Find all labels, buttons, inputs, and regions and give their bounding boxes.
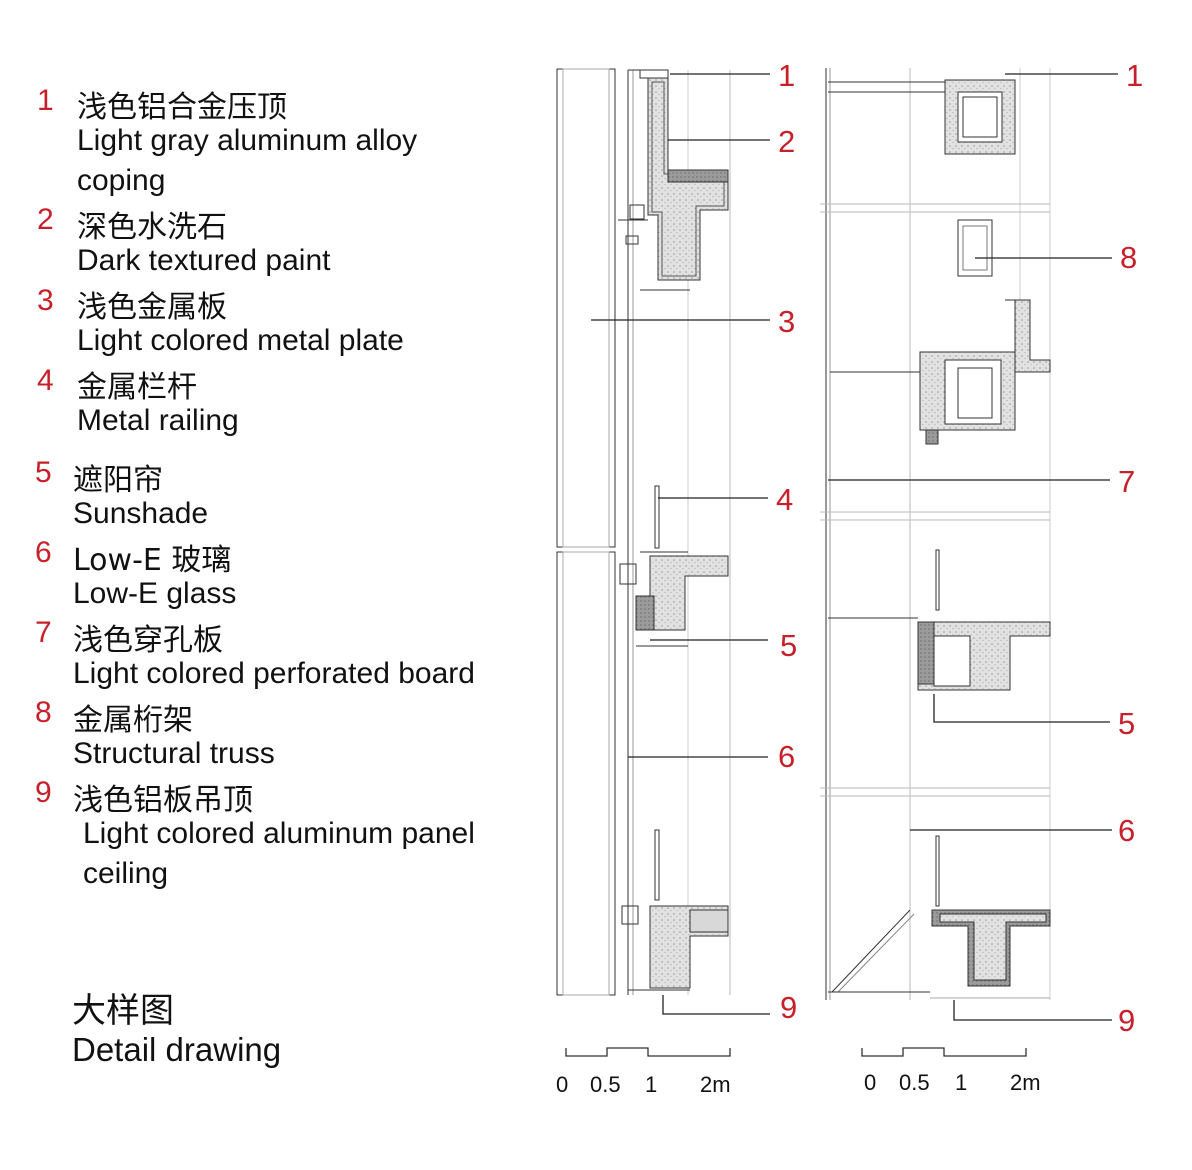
sunshade-cassette <box>917 621 935 685</box>
legend-chinese-label: 金属栏杆 <box>77 370 197 405</box>
scale-bar-left <box>565 1047 731 1057</box>
right-callout-numbers: 1 8 7 5 6 9 <box>1118 58 1143 1038</box>
callout-1: 1 <box>778 58 795 93</box>
metal-plate-panel-lower <box>556 551 616 996</box>
sunshade-cassette <box>635 595 655 631</box>
truss-member-inner <box>962 225 988 271</box>
legend-english-label: Metal railing <box>77 404 239 437</box>
callout-9: 9 <box>780 990 797 1025</box>
scale-tick-2m: 2m <box>1010 1070 1041 1095</box>
roof-insulation <box>667 169 729 183</box>
callout-8: 8 <box>1120 240 1137 275</box>
scale-bar-right-labels: 0 0.5 1 2m <box>864 1070 1041 1095</box>
callout-5: 5 <box>780 628 797 663</box>
scale-bar-left-labels: 0 0.5 1 2m <box>556 1072 731 1097</box>
bracket-anchor <box>619 563 637 585</box>
legend-number: 6 <box>35 536 52 569</box>
legend-english-label: Dark textured paint <box>77 244 331 277</box>
callout-2: 2 <box>778 124 795 159</box>
railing-post <box>654 829 660 901</box>
legend-number: 9 <box>35 776 52 809</box>
metal-plate-panel-upper <box>556 68 616 548</box>
floor-finish <box>689 909 729 933</box>
callout-6: 6 <box>778 739 795 774</box>
scale-bar-line <box>861 1047 1027 1057</box>
metal-plate-panel-lower-inner <box>562 551 610 996</box>
drawing-title-english: Detail drawing <box>72 1031 282 1068</box>
truss-steel <box>957 367 993 419</box>
callout-1: 1 <box>1126 58 1143 93</box>
legend-chinese-label: 深色水洗石 <box>77 210 227 245</box>
scale-tick-0-5: 0.5 <box>899 1070 930 1095</box>
left-callout-numbers: 1 2 3 4 5 6 9 <box>776 58 797 1025</box>
legend-english-label: Light colored metal plate <box>77 324 404 357</box>
legend-chinese-label: 金属桁架 <box>73 703 193 738</box>
bracket-anchor <box>621 905 639 925</box>
sunshade-strut <box>831 909 911 993</box>
sunshade-cassette <box>925 429 939 445</box>
lower-slab <box>939 913 1047 981</box>
truss-steel <box>962 96 998 138</box>
railing-post <box>935 549 940 611</box>
legend-chinese-label: Low-E 玻璃 <box>73 543 232 578</box>
middle-slab <box>649 555 729 631</box>
metal-plate-panel-upper-inner <box>562 68 610 548</box>
legend-number: 8 <box>35 696 52 729</box>
legend-english-label: Structural truss <box>73 737 275 770</box>
left-wall-section <box>556 68 731 996</box>
scale-tick-1: 1 <box>955 1070 967 1095</box>
callout-9: 9 <box>1118 1003 1135 1038</box>
legend-english-label: ceiling <box>83 857 169 890</box>
leader-line-9 <box>953 1000 1112 1021</box>
legend-english-label: Light colored perforated board <box>73 657 475 690</box>
left-leader-lines <box>591 73 770 1015</box>
scale-tick-0: 0 <box>556 1072 568 1097</box>
legend-number: 1 <box>37 84 54 117</box>
legend-number: 5 <box>35 456 52 489</box>
callout-4: 4 <box>776 482 793 517</box>
truss-member <box>957 219 993 277</box>
legend-english-label: Light gray aluminum alloy <box>77 124 418 157</box>
legend-chinese-label: 浅色金属板 <box>77 290 227 325</box>
legend-chinese-label: 遮阳帘 <box>73 463 163 498</box>
right-leader-lines <box>828 73 1118 1021</box>
legend-number: 4 <box>37 364 54 397</box>
callout-6: 6 <box>1118 813 1135 848</box>
bracket-anchor <box>625 235 639 245</box>
callout-7: 7 <box>1118 464 1135 499</box>
legend-number: 3 <box>37 284 54 317</box>
legend-chinese-label: 浅色穿孔板 <box>73 623 223 658</box>
legend-english-label: Light colored aluminum panel <box>83 817 475 850</box>
sunshade-strut <box>837 913 915 993</box>
scale-bar-line <box>565 1047 731 1057</box>
legend-english-label: Sunshade <box>73 497 209 530</box>
railing-post <box>654 485 660 549</box>
dark-textured-paint <box>651 81 725 277</box>
legend-chinese-label: 浅色铝合金压顶 <box>77 90 287 125</box>
legend-number: 7 <box>35 616 52 649</box>
scale-tick-0: 0 <box>864 1070 876 1095</box>
leader-line-5 <box>933 694 1110 723</box>
truss-void <box>957 91 1003 143</box>
right-wall-section <box>820 68 1051 1000</box>
drawing-title-chinese: 大样图 <box>72 991 174 1031</box>
legend-english-label: Low-E glass <box>73 577 237 610</box>
callout-3: 3 <box>778 304 795 339</box>
truss-void <box>944 359 1002 425</box>
scale-bar-right <box>861 1047 1027 1057</box>
leader-line-9 <box>662 995 770 1015</box>
callout-5: 5 <box>1118 706 1135 741</box>
legend-number: 2 <box>37 203 54 236</box>
legend-english-label: coping <box>77 164 166 197</box>
scale-tick-2m: 2m <box>700 1072 731 1097</box>
legend-chinese-label: 浅色铝板吊顶 <box>73 783 253 818</box>
slab-void <box>933 635 971 687</box>
scale-tick-1: 1 <box>645 1072 657 1097</box>
coping <box>628 69 669 79</box>
scale-tick-0-5: 0.5 <box>590 1072 621 1097</box>
bracket-anchor <box>629 204 645 220</box>
railing-post <box>935 835 940 907</box>
